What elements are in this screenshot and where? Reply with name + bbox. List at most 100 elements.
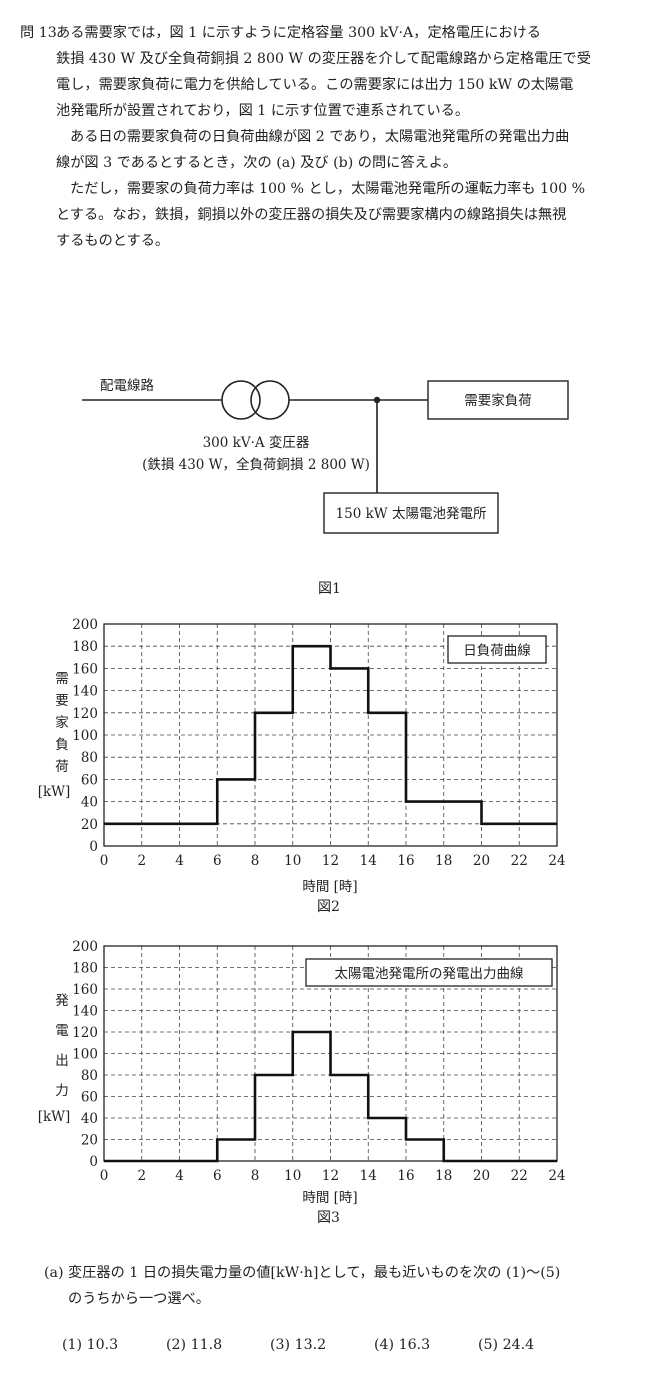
- figure3-plot-frame: [103, 945, 558, 1162]
- figure3-xtick-label: 12: [322, 1168, 339, 1184]
- pv-box: [323, 492, 499, 534]
- problem-line-3: 電し，需要家負荷に電力を供給している。この需要家には出力 150 kW の太陽電: [56, 77, 574, 93]
- figure3-caption: 図3: [317, 1210, 340, 1226]
- choice-2[interactable]: (2) 11.8: [166, 1337, 223, 1353]
- figure2-step-curve: [104, 644, 557, 826]
- problem-line-6: 線が図 3 であるとするとき，次の (a) 及び (b) の問に答えよ。: [56, 155, 458, 171]
- choice-5[interactable]: (5) 24.4: [478, 1337, 535, 1353]
- problem-line-8: とする。なお，鉄損，銅損以外の変圧器の損失及び需要家構内の線路損失は無視: [56, 207, 567, 223]
- choice-4[interactable]: (4) 16.3: [374, 1337, 431, 1353]
- figure3-ytick-label: 180: [72, 961, 98, 977]
- figure2-ylabel-2: 家: [55, 714, 69, 731]
- figure3-xtick-label: 16: [397, 1168, 414, 1184]
- figure3-ytick-label: 40: [81, 1111, 98, 1127]
- figure2-xlabel: 時間 [時]: [302, 879, 357, 895]
- figure3-ytick-label: 0: [89, 1154, 98, 1170]
- figure2-ytick-label: 180: [72, 639, 98, 655]
- figure3-ylabel-2: 出: [55, 1053, 69, 1069]
- figure3-yunit: [kW]: [38, 1109, 71, 1125]
- figure2-plot-frame: [103, 623, 558, 847]
- question-a: (a) 変圧器の 1 日の損失電力量の値[kW·h]として，最も近いものを次の …: [44, 1260, 644, 1312]
- load-label: 需要家負荷: [464, 392, 532, 409]
- problem-line-2: 鉄損 430 W 及び全負荷銅損 2 800 W の変圧器を介して配電線路から定…: [56, 51, 591, 67]
- distribution-line-label: 配電線路: [100, 378, 154, 394]
- figure2-ylabel-0: 需: [55, 671, 69, 687]
- figure2-caption: 図2: [317, 899, 340, 915]
- figure3-ytick-label: 160: [72, 982, 98, 998]
- figure3-legend: 太陽電池発電所の発電出力曲線: [335, 966, 524, 982]
- problem-line-7: ただし，需要家の負荷力率は 100 % とし，太陽電池発電所の運転力率も 100…: [70, 181, 586, 197]
- choice-1[interactable]: (1) 10.3: [62, 1337, 119, 1353]
- figure2-yunit: [kW]: [38, 784, 71, 800]
- figure2-xtick-label: 2: [137, 853, 146, 869]
- figure3-ylabel-1: 電: [55, 1023, 69, 1039]
- figure2-ytick-label: 80: [81, 750, 98, 766]
- figure2-xtick-label: 12: [322, 853, 339, 869]
- figure3-step-curve: [104, 1030, 557, 1163]
- figure3-ylabel-0: 発: [55, 993, 69, 1009]
- figure3-ytick-label: 140: [72, 1004, 98, 1020]
- figure3-xtick-label: 14: [360, 1168, 377, 1184]
- figure2-ytick-label: 120: [72, 706, 98, 722]
- problem-line-9: するものとする。: [56, 233, 170, 249]
- problem-line-5: ある日の需要家負荷の日負荷曲線が図 2 であり，太陽電池発電所の発電出力曲: [70, 129, 570, 145]
- choice-3[interactable]: (3) 13.2: [270, 1337, 327, 1353]
- figure3-xtick-label: 8: [251, 1168, 260, 1184]
- problem-line-1: 問 13ある需要家では，図 1 に示すように定格容量 300 kV·A，定格電圧…: [20, 20, 645, 46]
- figure2-xtick-label: 6: [213, 853, 222, 869]
- figure3-ytick-label: 120: [72, 1025, 98, 1041]
- figure3-ytick-label: 200: [72, 939, 98, 955]
- figure3-legend-box: [305, 958, 553, 987]
- figure2-xtick-label: 20: [473, 853, 490, 869]
- figure3-xtick-label: 24: [548, 1168, 565, 1184]
- transformer-coil-right: [250, 380, 290, 420]
- question-a-line-1: (a) 変圧器の 1 日の損失電力量の値[kW·h]として，最も近いものを次の …: [44, 1265, 561, 1281]
- pv-label: 150 kW 太陽電池発電所: [336, 506, 487, 522]
- figure2-ytick-label: 160: [72, 661, 98, 677]
- figure2-ytick-label: 140: [72, 684, 98, 700]
- figure2-xtick-label: 18: [435, 853, 452, 869]
- figure3-xtick-label: 2: [137, 1168, 146, 1184]
- figure3-xtick-label: 4: [175, 1168, 184, 1184]
- figure3-xlabel: 時間 [時]: [302, 1190, 357, 1206]
- figure3-ytick-label: 20: [81, 1133, 98, 1149]
- figure2-ylabel-3: 負: [55, 737, 69, 753]
- load-box: [427, 380, 569, 420]
- figure3-xtick-label: 20: [473, 1168, 490, 1184]
- figure3-xtick-label: 10: [284, 1168, 301, 1184]
- problem-line-4: 池発電所が設置されており，図 1 に示す位置で連系されている。: [56, 103, 470, 119]
- figure2-ytick-label: 200: [72, 617, 98, 633]
- figure1-caption: 図1: [318, 581, 341, 597]
- figure3-ytick-label: 80: [81, 1068, 98, 1084]
- question-a-line-2: のうちから一つ選べ。: [68, 1291, 210, 1307]
- figure3-xtick-label: 18: [435, 1168, 452, 1184]
- transformer-label: 300 kV·A 変圧器: [203, 434, 310, 451]
- figure2-xtick-label: 8: [251, 853, 260, 869]
- figure3-ytick-label: 100: [72, 1047, 98, 1063]
- problem-number: 問 13: [20, 25, 57, 41]
- figure2-legend: 日負荷曲線: [463, 643, 531, 659]
- figure3-ylabel-3: 力: [55, 1083, 69, 1099]
- figure2-ylabel-1: 要: [55, 693, 69, 709]
- figure2-xtick-label: 10: [284, 853, 301, 869]
- figure2-xtick-label: 14: [360, 853, 377, 869]
- problem-statement: 問 13ある需要家では，図 1 に示すように定格容量 300 kV·A，定格電圧…: [20, 20, 645, 254]
- figure2-ytick-label: 60: [81, 772, 98, 788]
- figure1-diagram: 配電線路 需要家負荷 150 kW 太陽電池発電所 300 kV·A 変圧器 (…: [82, 378, 569, 534]
- figure3-xtick-label: 22: [511, 1168, 528, 1184]
- transformer-spec: (鉄損 430 W，全負荷銅損 2 800 W): [142, 456, 370, 473]
- figure2-ytick-label: 0: [89, 839, 98, 855]
- figure2-xtick-label: 0: [100, 853, 109, 869]
- figure2-xtick-label: 24: [548, 853, 565, 869]
- figure2-ytick-label: 100: [72, 728, 98, 744]
- figure2-xtick-label: 22: [511, 853, 528, 869]
- figure2-ytick-label: 20: [81, 817, 98, 833]
- figure3-xtick-label: 6: [213, 1168, 222, 1184]
- figure2-ytick-label: 40: [81, 795, 98, 811]
- transformer-coil-left: [221, 380, 261, 420]
- figure3-ytick-label: 60: [81, 1090, 98, 1106]
- figure2-xtick-label: 4: [175, 853, 184, 869]
- figure2-xtick-label: 16: [397, 853, 414, 869]
